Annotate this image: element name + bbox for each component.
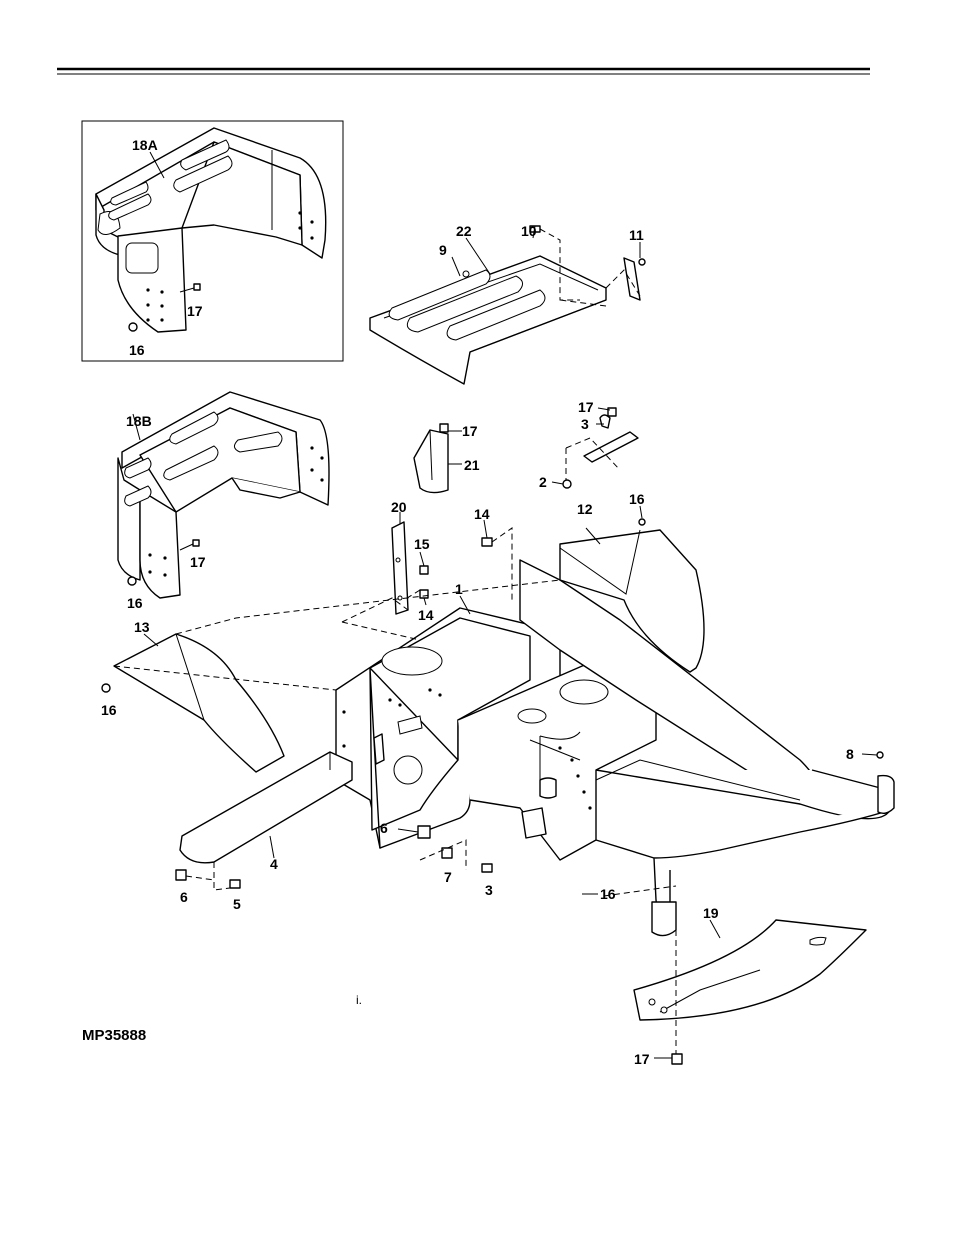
callouts: 18A 17 16 22 9 10 11 18B 17 16 17 21 17 … <box>82 137 854 1067</box>
nut-2 <box>562 479 572 489</box>
callout-12: 12 <box>577 501 593 517</box>
callout-21: 21 <box>464 457 480 473</box>
callout-19: 19 <box>703 905 719 921</box>
callout-14-center: 14 <box>474 506 490 522</box>
callout-13: 13 <box>134 619 150 635</box>
bolt-17-21 <box>439 423 449 433</box>
callout-17-21: 17 <box>462 423 478 439</box>
callout-9: 9 <box>439 242 447 258</box>
shield-12 <box>559 529 705 673</box>
callout-3-upper: 3 <box>581 416 589 432</box>
callout-2: 2 <box>539 474 547 490</box>
bolt-17-inset <box>179 283 201 293</box>
callout-16-13: 16 <box>101 702 117 718</box>
callout-3-lower: 3 <box>485 882 493 898</box>
callout-16-inset: 16 <box>129 342 145 358</box>
callout-18a: 18A <box>132 137 158 153</box>
bolt-10 <box>529 225 580 301</box>
callout-11: 11 <box>629 227 644 243</box>
callout-10: 10 <box>521 223 537 239</box>
bolt-14-center <box>481 527 513 600</box>
callout-8: 8 <box>846 746 854 762</box>
stray-mark: i. <box>356 993 362 1007</box>
callout-5: 5 <box>233 896 241 912</box>
callout-16-upper: 16 <box>629 491 645 507</box>
shield-18a <box>95 127 327 333</box>
bolt-3-lower <box>419 839 493 873</box>
callout-6-center: 6 <box>380 820 388 836</box>
callout-1: 1 <box>455 581 463 597</box>
nut-16-inset <box>128 322 138 332</box>
shield-18b <box>117 391 330 599</box>
callout-16-18b: 16 <box>127 595 143 611</box>
inset-box <box>81 120 344 362</box>
callout-17-inset: 17 <box>187 303 203 319</box>
figure-code: MP35888 <box>82 1027 146 1044</box>
bracket-11 <box>605 257 646 301</box>
nut-6-center <box>417 825 431 839</box>
callout-20: 20 <box>391 499 407 515</box>
bolt-5 <box>213 862 241 891</box>
axle-plate-19 <box>633 919 867 1021</box>
bracket-4 <box>179 751 353 864</box>
nut-6-left <box>175 869 187 881</box>
nut-16-18b <box>127 576 137 586</box>
nut-16-13 <box>101 683 111 693</box>
callout-22: 22 <box>456 223 472 239</box>
seat-pan-9 <box>369 255 607 385</box>
callout-7: 7 <box>444 869 452 885</box>
assembly-lines <box>113 299 677 1054</box>
callout-6-left: 6 <box>180 889 188 905</box>
callout-17-upper: 17 <box>578 399 594 415</box>
plate-21 <box>413 429 449 494</box>
callout-17-18b: 17 <box>190 554 206 570</box>
callout-16-lower: 16 <box>600 886 616 902</box>
shield-13 <box>113 633 285 773</box>
callout-15: 15 <box>414 536 430 552</box>
callout-17-lower: 17 <box>634 1051 650 1067</box>
nut-8 <box>876 751 884 759</box>
bracket-3-upper <box>565 407 639 480</box>
bolt-17-18b <box>179 539 200 551</box>
main-frame-1 <box>335 559 895 937</box>
nut-16-12 <box>638 518 646 526</box>
callout-14-lower: 14 <box>418 607 434 623</box>
callout-18b: 18B <box>126 413 152 429</box>
header-rule <box>57 67 870 75</box>
bolt-17-lower <box>671 1053 683 1065</box>
leader-lines <box>132 151 878 1059</box>
callout-4: 4 <box>270 856 278 872</box>
